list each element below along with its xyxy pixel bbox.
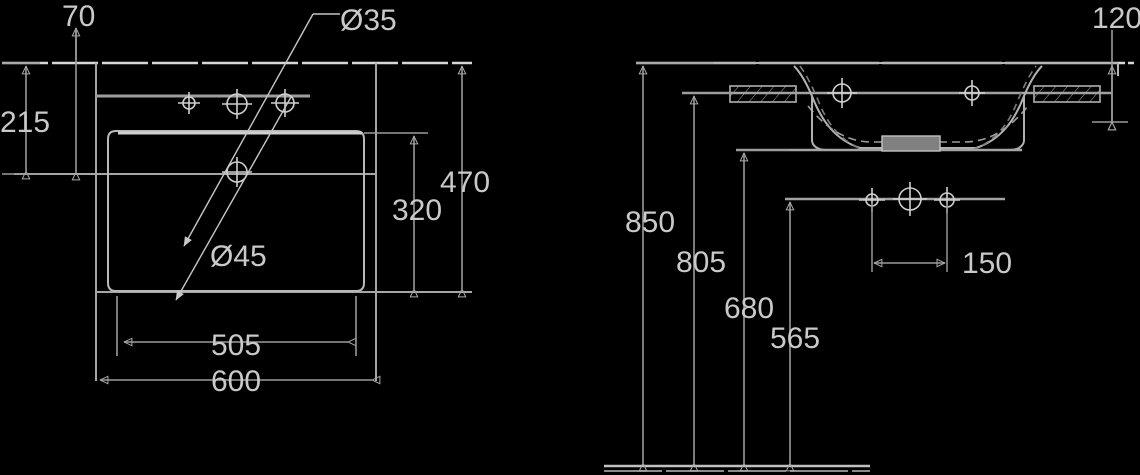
- dim-320-label: 320: [392, 194, 442, 227]
- basin-bowl-outline: [107, 130, 365, 292]
- dim-505-label: 505: [211, 329, 261, 362]
- dim-680: [736, 149, 790, 463]
- tap-hole-center: [222, 89, 252, 119]
- basin-rim-line: [96, 94, 362, 135]
- dim-680-label: 680: [724, 292, 774, 325]
- dim-120-label: 120: [1092, 2, 1140, 35]
- dim-805: [682, 92, 730, 463]
- tap-hole-detail-center: [893, 182, 927, 216]
- front-section-view: 150 850 805 680 565: [604, 2, 1140, 472]
- floor-line: [604, 464, 870, 472]
- top-view: Ø35 Ø45 70 215 470 320: [0, 0, 490, 398]
- dim-470-label: 470: [440, 166, 490, 199]
- tap-hole-right: [271, 89, 299, 117]
- dim-805-label: 805: [676, 246, 726, 279]
- dim-600-label: 600: [211, 365, 261, 398]
- dim-505: [116, 296, 357, 356]
- dia35-label: Ø35: [340, 4, 397, 37]
- dia45-label: Ø45: [210, 240, 267, 273]
- dim-565-label: 565: [770, 322, 820, 355]
- dim-120: [1092, 30, 1128, 122]
- dim-320: [364, 132, 428, 289]
- dim-850-label: 850: [625, 206, 675, 239]
- dim-850: [636, 62, 714, 463]
- counter-slab-hatched: [682, 85, 1112, 103]
- counter-top-edge: [714, 62, 1119, 76]
- dia35-leader: [183, 13, 340, 247]
- section-tap-hole-right: [959, 80, 985, 106]
- tap-hole-left: [178, 92, 200, 114]
- dim-150-label: 150: [962, 247, 1012, 280]
- dim-215-label: 215: [0, 106, 50, 139]
- faucet-hole-detail: [785, 182, 1005, 272]
- drain-boss: [881, 135, 941, 152]
- dim-70-label: 70: [62, 0, 95, 33]
- dia45-leader: [175, 96, 292, 301]
- drain-hole: [222, 157, 252, 187]
- section-tap-hole-center: [827, 78, 857, 108]
- dim-215: [2, 62, 40, 174]
